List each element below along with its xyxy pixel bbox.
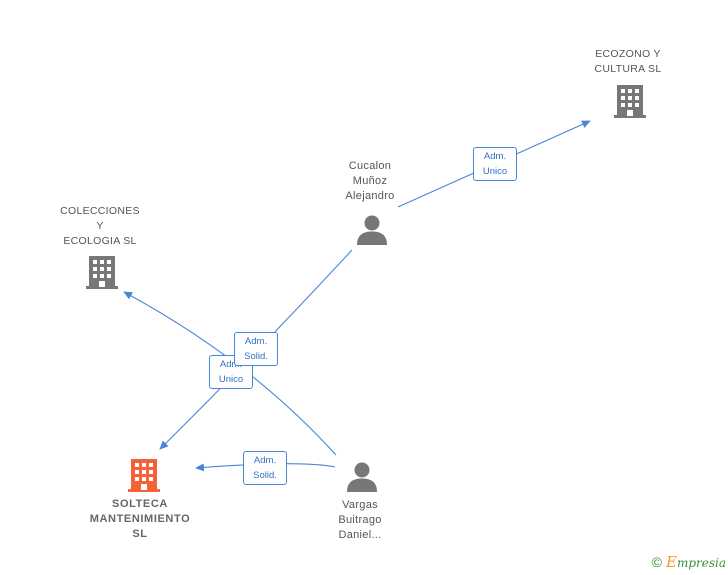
label-line: SOLTECA	[112, 498, 168, 510]
label-line: SL	[132, 528, 148, 540]
label-line: Vargas	[342, 499, 378, 511]
label-line: ECOLOGIA SL	[63, 235, 137, 247]
edge-label-line: Adm.	[219, 359, 243, 370]
node-label-ecozono[interactable]: ECOZONO Y CULTURA SL	[568, 47, 688, 77]
person-icon[interactable]	[346, 461, 378, 493]
label-line: CULTURA SL	[594, 63, 662, 75]
edge-label-line: Unico	[482, 166, 508, 177]
label-line: Alejandro	[345, 190, 395, 202]
edge-label-cucalon-solteca[interactable]: Adm. Solid.	[234, 332, 278, 366]
building-icon[interactable]	[86, 255, 118, 289]
edge-label-cucalon-ecozono[interactable]: Adm. Unico	[473, 147, 517, 181]
edge-label-vargas-solteca[interactable]: Adm. Solid.	[243, 451, 287, 485]
label-line: ECOZONO Y	[595, 48, 661, 60]
label-line: MANTENIMIENTO	[89, 513, 191, 525]
brand-logo: Empresia	[665, 553, 726, 571]
edge-label-line: Adm.	[483, 151, 507, 162]
brand-name: mpresia	[676, 556, 726, 570]
label-line: Daniel...	[338, 529, 382, 541]
person-icon[interactable]	[356, 214, 388, 246]
label-line: Y	[96, 220, 104, 232]
node-label-solteca[interactable]: SOLTECA MANTENIMIENTO SL	[80, 497, 200, 542]
brand-initial: E	[665, 553, 677, 571]
edge-label-line: Solid.	[253, 470, 277, 481]
node-label-colecciones[interactable]: COLECCIONES Y ECOLOGIA SL	[40, 204, 160, 249]
label-line: COLECCIONES	[60, 205, 140, 217]
label-line: Muñoz	[352, 175, 388, 187]
label-line: Buitrago	[338, 514, 382, 526]
node-label-cucalon[interactable]: Cucalon Muñoz Alejandro	[320, 159, 420, 204]
label-line: Cucalon	[348, 160, 392, 172]
footer-brand[interactable]: ©Empresia	[652, 553, 726, 571]
edge-label-line: Adm.	[253, 455, 277, 466]
building-icon[interactable]	[614, 84, 646, 118]
edge-label-line: Solid.	[244, 351, 268, 362]
copyright-icon: ©	[651, 554, 662, 570]
node-label-vargas[interactable]: Vargas Buitrago Daniel...	[310, 498, 410, 543]
edge-label-line: Unico	[218, 374, 244, 385]
building-icon[interactable]	[128, 458, 160, 492]
edge-label-line: Adm.	[244, 336, 268, 347]
